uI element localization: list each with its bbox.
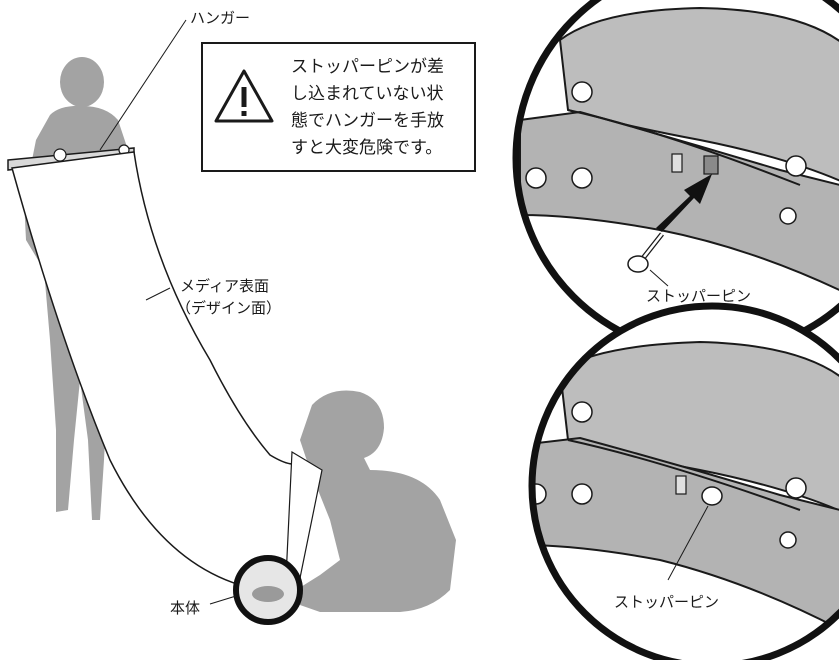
pin-hole	[703, 155, 719, 175]
media-surface-label: メディア表面	[180, 277, 269, 295]
base-unit-body	[252, 586, 284, 602]
stopper-pin	[627, 255, 649, 273]
stopper-pin-label-bottom: ストッパーピン	[614, 593, 720, 611]
insert-arrow-icon	[656, 174, 712, 232]
rivet-icon	[779, 207, 797, 225]
detail-top	[512, 0, 839, 358]
body-leader-line	[209, 595, 237, 605]
stopper-pin-inserted	[701, 486, 723, 506]
hanger-leader-line	[99, 19, 187, 151]
hanger-label: ハンガー	[190, 9, 251, 27]
kneeling-person-figure	[296, 390, 456, 612]
stopper-pin-label-top: ストッパーピン	[646, 287, 752, 305]
screw-icon	[525, 81, 807, 189]
warning-box: ストッパーピンが差 し込まれていない状 態でハンガーを手放 すと大変危険です。	[201, 42, 476, 172]
warning-text: ストッパーピンが差 し込まれていない状 態でハンガーを手放 すと大変危険です。	[291, 57, 444, 158]
media-surface-sub-label: （デザイン面）	[176, 299, 282, 317]
banner-base-strip	[285, 450, 323, 579]
warning-triangle-icon	[214, 69, 274, 123]
body-label: 本体	[170, 599, 201, 617]
detail-bottom	[528, 302, 839, 660]
pin-slot	[671, 153, 683, 173]
media-leader-line	[145, 287, 171, 301]
